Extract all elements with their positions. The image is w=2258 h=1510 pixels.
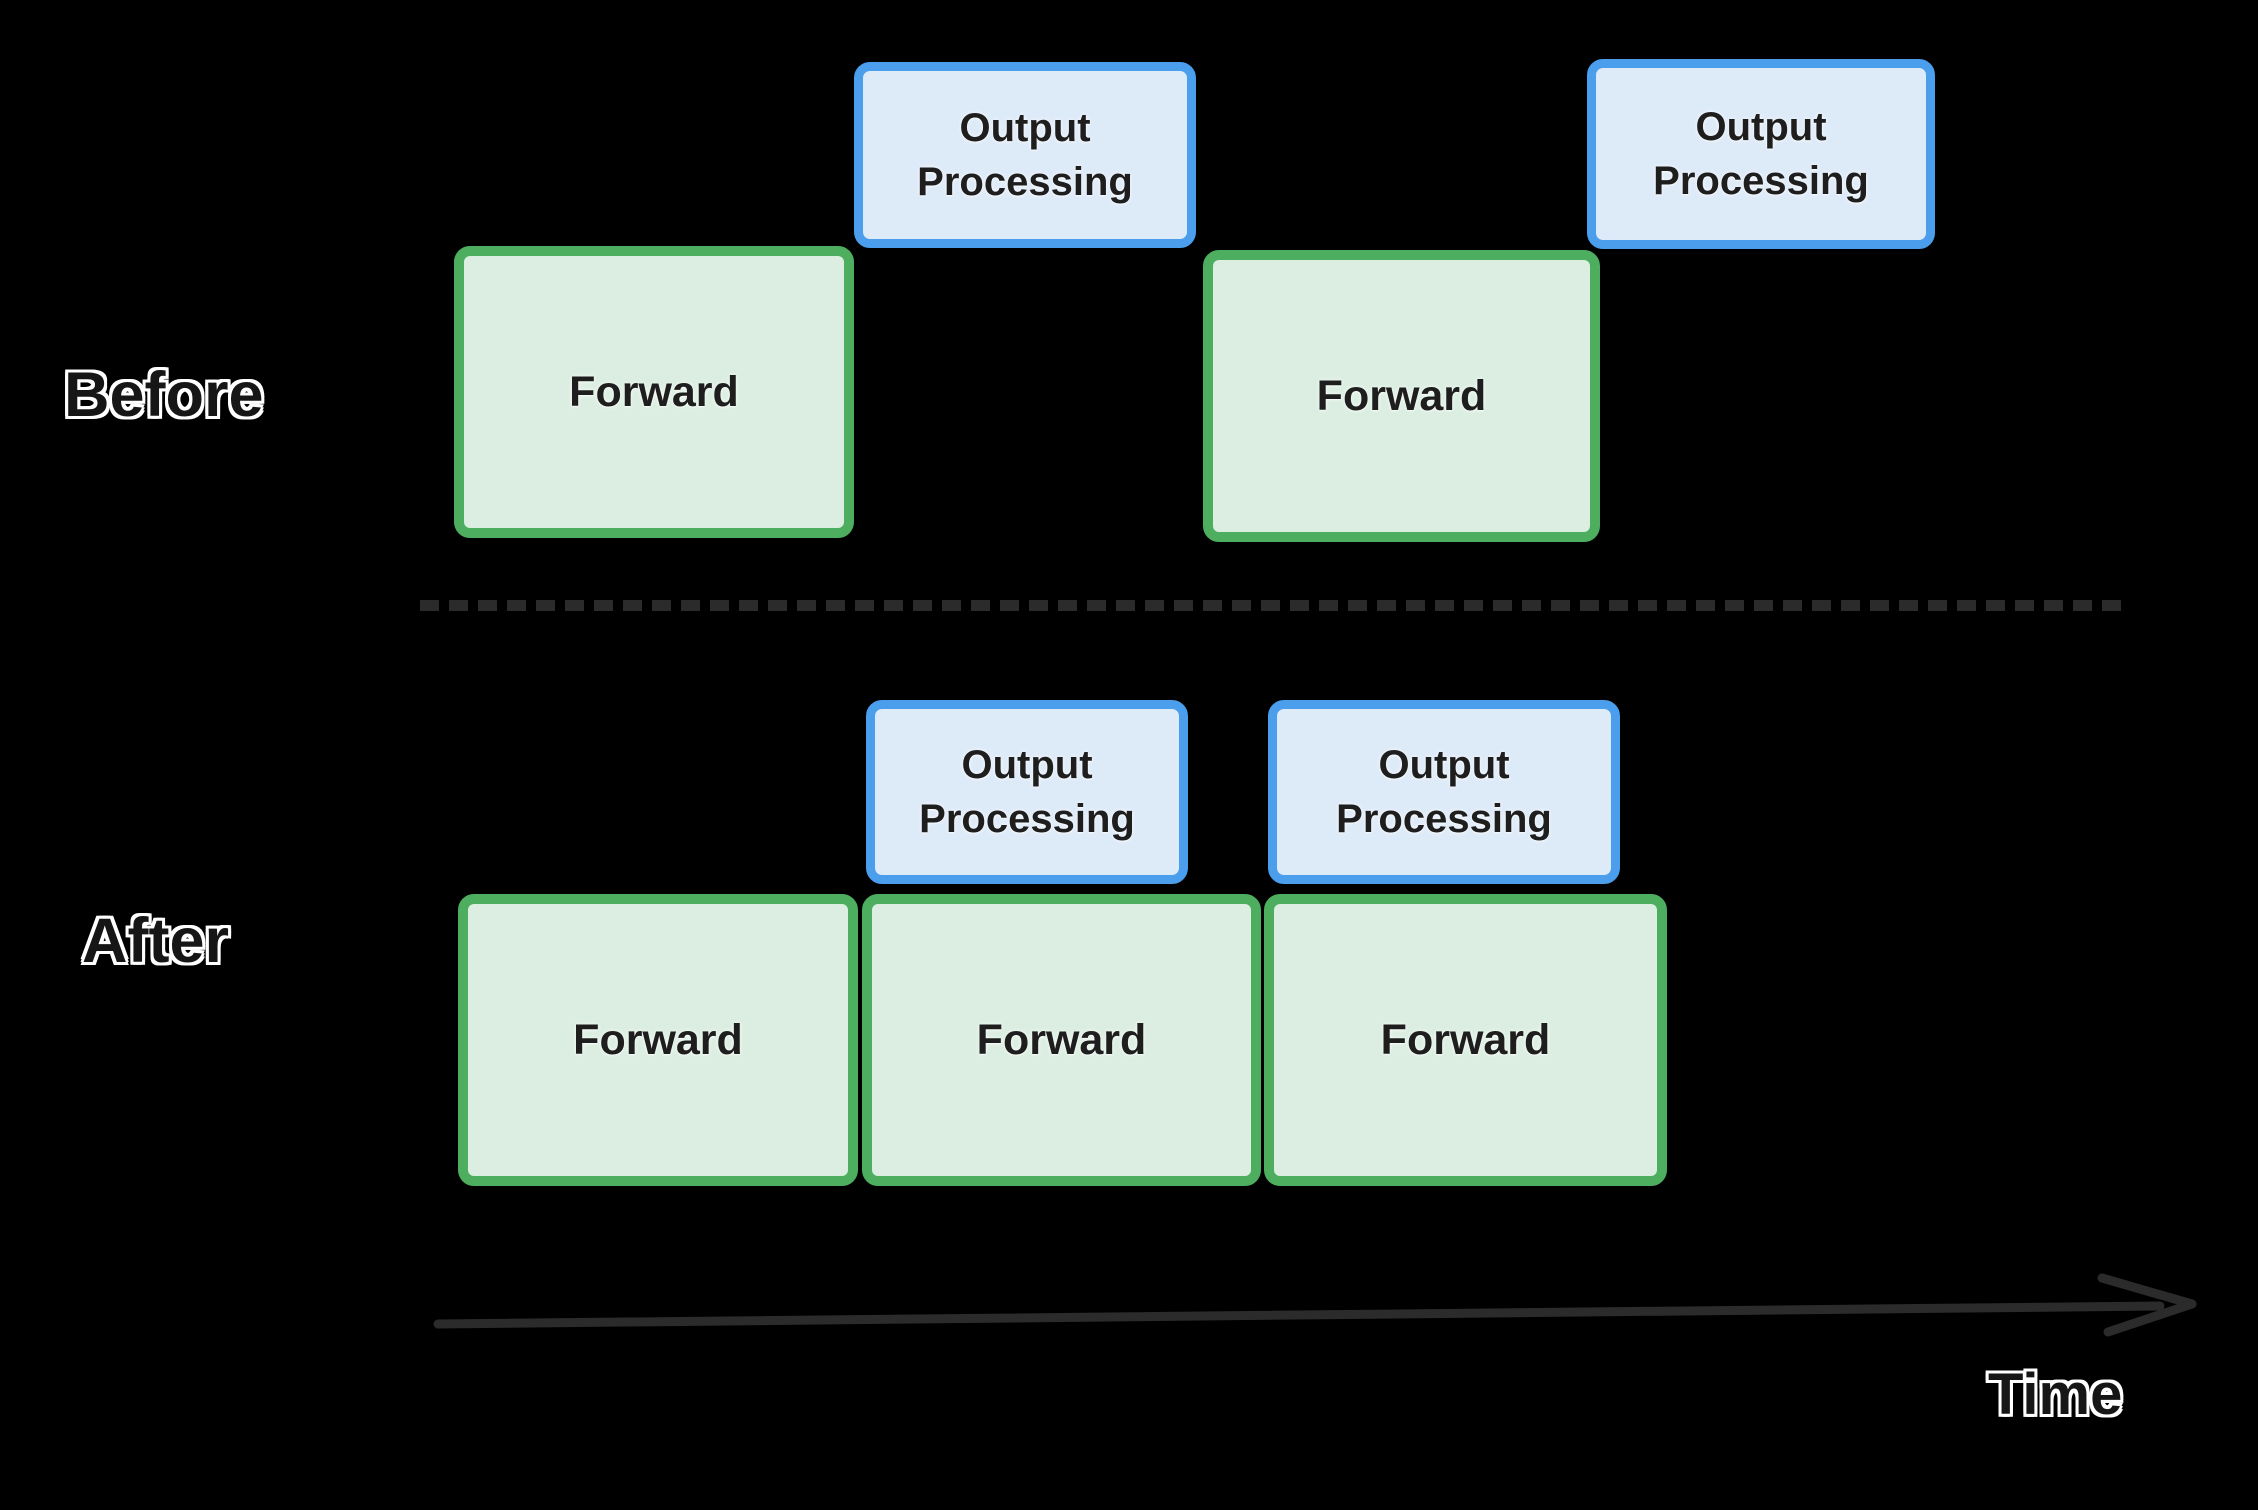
box-label: Output Processing [1336,743,1552,841]
forward-box: Forward [1264,894,1667,1186]
box-label: Output Processing [1653,105,1869,203]
box-label: Forward [1380,1015,1551,1064]
time-axis-arrow [433,1273,2197,1337]
forward-box: Forward [862,894,1261,1186]
after-section-label: After [82,906,230,976]
time-axis-arrow-shaft [433,1301,2165,1329]
box-label: Forward [573,1015,743,1064]
time-axis-arrow-head [2097,1273,2197,1337]
forward-box: Forward [454,246,854,538]
forward-box: Forward [458,894,858,1186]
before-section-label: Before [64,360,264,430]
forward-box: Forward [1203,250,1600,542]
box-label: Forward [569,367,739,416]
box-label: Forward [1316,371,1487,420]
output-processing-box: Output Processing [854,62,1196,248]
output-processing-box: Output Processing [866,700,1188,884]
box-label: Output Processing [917,106,1133,204]
box-label: Forward [976,1015,1147,1064]
output-processing-box: Output Processing [1268,700,1620,884]
output-processing-box: Output Processing [1587,59,1935,249]
time-axis-label: Time [1988,1362,2123,1427]
section-divider-dashed-line [420,600,2123,611]
box-label: Output Processing [919,743,1135,841]
